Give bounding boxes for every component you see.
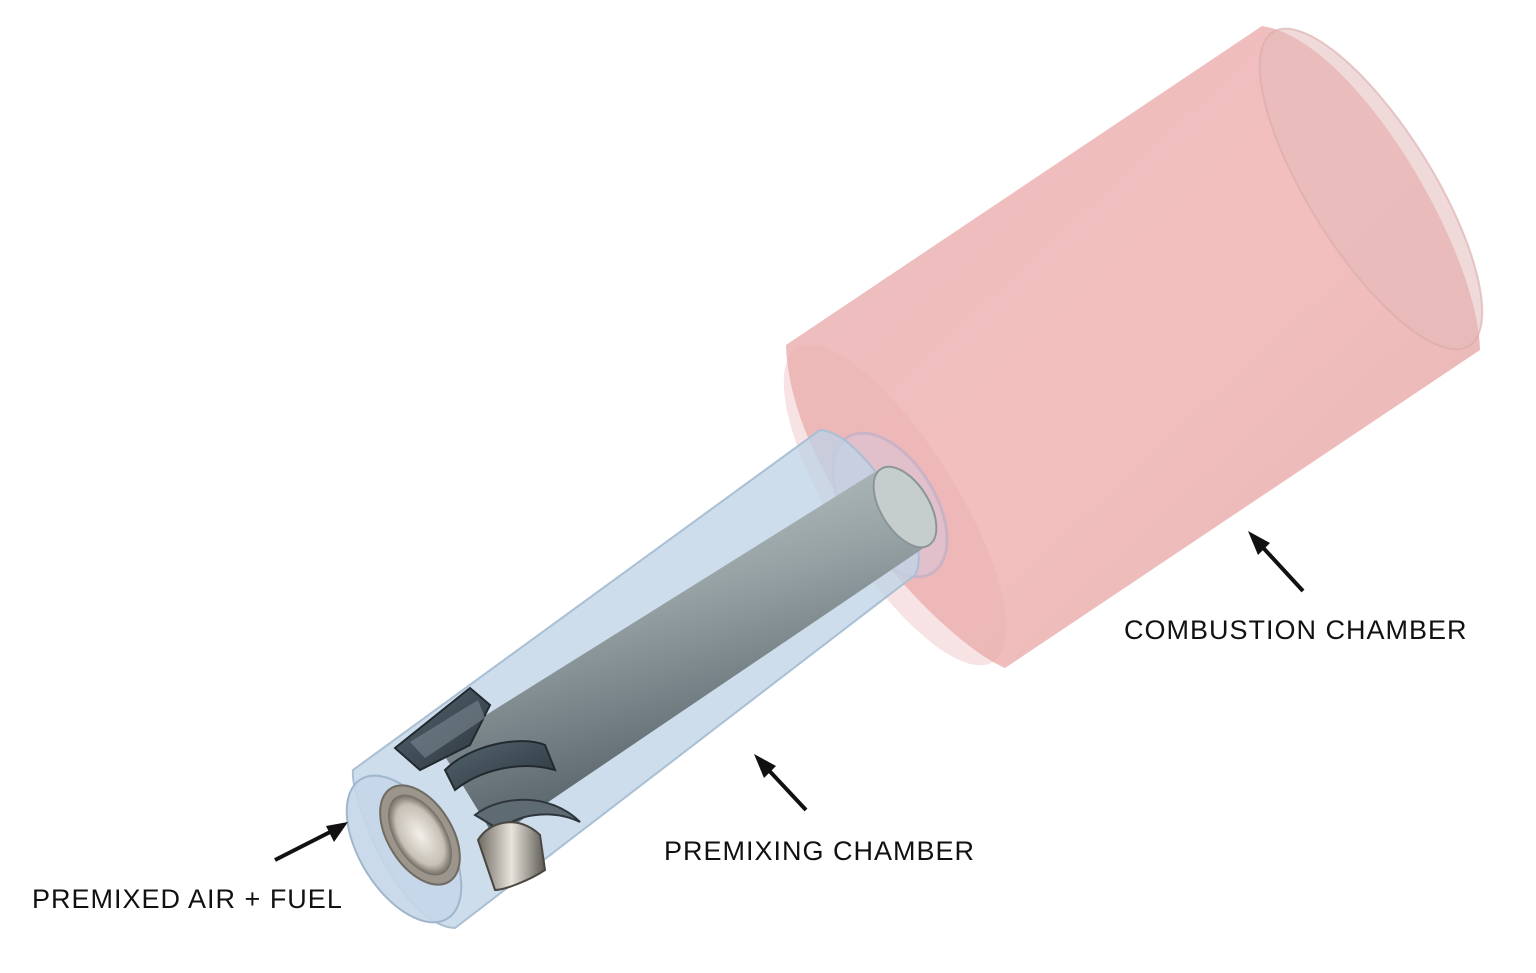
swirler-vanes [393,686,581,892]
centre-body [438,465,938,838]
inlet-annulus [379,784,461,886]
arrow-combustion-chamber [1248,531,1305,593]
arrow-inlet [274,822,348,862]
inlet-label: PREMIXED AIR + FUEL [32,884,343,914]
arrow-premixing-chamber [754,754,808,812]
combustion-chamber-label: COMBUSTION CHAMBER [1124,615,1468,645]
premixing-chamber-label: PREMIXING CHAMBER [664,836,976,866]
